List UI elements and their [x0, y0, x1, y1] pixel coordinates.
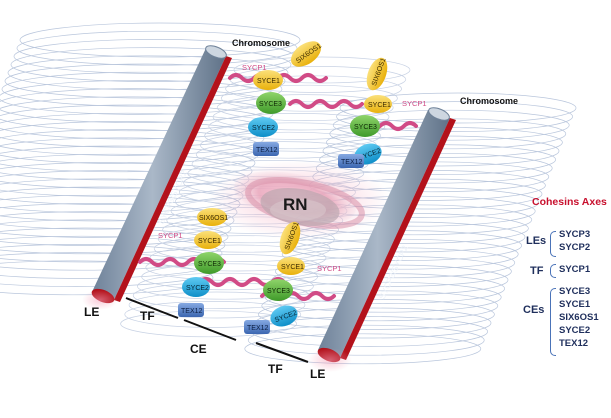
legend-group-les-label: LEs	[526, 235, 547, 247]
chromatin-loop	[0, 211, 232, 246]
chromosome-label-right: Chromosome	[460, 96, 518, 106]
chromatin-loop	[16, 30, 298, 66]
region-scale	[125, 297, 309, 363]
chromatin-loop	[7, 55, 289, 91]
chromatin-loop	[264, 281, 502, 313]
tex12-label: TEX12	[181, 308, 203, 315]
chromatin-loop	[332, 109, 570, 141]
legend-item: TEX12	[559, 338, 589, 349]
chromatin-loop	[0, 104, 271, 140]
rn-nodule: RN	[210, 160, 390, 240]
legend-item: SYCE2	[559, 325, 591, 336]
legend-group-les-bracket	[550, 231, 556, 257]
chromatin-loop	[120, 310, 297, 338]
tf-right-line	[255, 342, 309, 363]
chromatin-loop	[0, 235, 223, 271]
sycp1-labels: SYCP1 SYCP1 SYCP1 SYCP1	[158, 63, 427, 273]
protein-cluster-top-right: SIX6OS1 SYCE1 SYCE3 SYCE2 TEX12	[338, 57, 392, 168]
chromatin-loop	[141, 263, 318, 291]
sycp1-label-bottom-right: SYCP1	[317, 264, 342, 273]
chromatin-loop	[1, 71, 283, 107]
tex12-label: TEX12	[341, 159, 363, 166]
syce3-label: SYCE3	[259, 101, 282, 108]
chromatin-loop	[339, 92, 577, 124]
chromatin-loop	[137, 272, 314, 300]
tex12-label: TEX12	[256, 147, 278, 154]
tf-right-label: TF	[268, 362, 283, 376]
tf-left-label: TF	[140, 309, 155, 323]
chromatin-loop	[19, 22, 301, 58]
chromatin-loop	[208, 113, 386, 140]
ce-label: CE	[190, 342, 207, 356]
syce2-label: SYCE2	[252, 125, 275, 132]
chromatin-loop	[233, 56, 411, 84]
legend-group-tf-label: TF	[530, 265, 544, 277]
syce3-label: SYCE3	[267, 288, 290, 295]
syce3-label: SYCE3	[198, 261, 221, 268]
chromatin-loop	[336, 101, 573, 132]
syce2-label: SYCE2	[186, 285, 209, 292]
chromatin-loop	[244, 333, 482, 365]
chromatin-loop	[0, 96, 274, 132]
protein-cluster-top-left: SIX6OS1 SYCE1 SYCE3 SYCE2 TEX12	[248, 41, 323, 156]
syce1-label: SYCE1	[281, 264, 304, 271]
protein-cluster-bottom-left: SIX6OS1 SYCE1 SYCE3 SYCE2 TEX12	[178, 208, 228, 317]
legend-item: SYCP1	[559, 264, 591, 275]
chromatin-loop	[10, 47, 292, 82]
right-lateral-element: SYCP3/SYCP2	[308, 107, 456, 372]
rn-label: RN	[283, 195, 308, 214]
legend-group-ces-bracket	[550, 288, 556, 356]
chromatin-loop	[128, 291, 306, 319]
legend-item: SYCE3	[559, 286, 591, 297]
chromatin-loop	[261, 290, 499, 322]
chromosome-label-left: Chromosome	[232, 38, 290, 48]
chromatin-loop	[4, 63, 286, 99]
chromatin-loop	[258, 299, 495, 330]
legend-item: SIX6OS1	[559, 312, 599, 323]
six6os1-label: SIX6OS1	[199, 215, 228, 222]
sycp1-wave-top-mid	[288, 99, 364, 109]
legend-item: SYCE1	[559, 299, 591, 310]
legend-group-tf-bracket	[550, 264, 556, 278]
le-left-label: LE	[84, 305, 99, 319]
chromatin-loop	[0, 145, 256, 181]
protein-cluster-bottom-right: SIX6OS1 SYCE1 SYCE3 SYCE2 TEX12	[244, 221, 305, 334]
chromatin-loop	[0, 260, 214, 296]
legend-item: SYCP2	[559, 242, 591, 253]
syce1-label: SYCE1	[257, 78, 280, 85]
le-right-label: LE	[310, 367, 325, 381]
left-lateral-element: SYCP3/SYCP2	[82, 45, 232, 310]
sycp1-label-top-right: SYCP1	[402, 99, 427, 108]
legend-group-ces-label: CEs	[523, 304, 545, 316]
chromatin-loop	[0, 153, 253, 189]
syce3-label: SYCE3	[354, 124, 377, 131]
sycp1-label-top-left: SYCP1	[242, 63, 267, 72]
sycp1-label-bottom-left: SYCP1	[158, 231, 183, 240]
tex12-label: TEX12	[247, 325, 269, 332]
syce1-label: SYCE1	[198, 238, 221, 245]
chromatin-loop	[124, 301, 302, 328]
chromatin-loop	[204, 122, 381, 150]
chromatin-loop	[216, 94, 394, 121]
legend-title: Cohesins Axes	[532, 196, 607, 208]
chromatin-loop	[221, 84, 398, 112]
ce-line	[183, 319, 237, 341]
tf-left-line	[125, 297, 179, 319]
chromatin-loop	[0, 80, 280, 115]
chromatin-loop	[0, 219, 229, 255]
chromatin-loop	[247, 324, 485, 356]
legend-item: SYCP3	[559, 229, 591, 240]
syce1-label: SYCE1	[368, 102, 391, 109]
